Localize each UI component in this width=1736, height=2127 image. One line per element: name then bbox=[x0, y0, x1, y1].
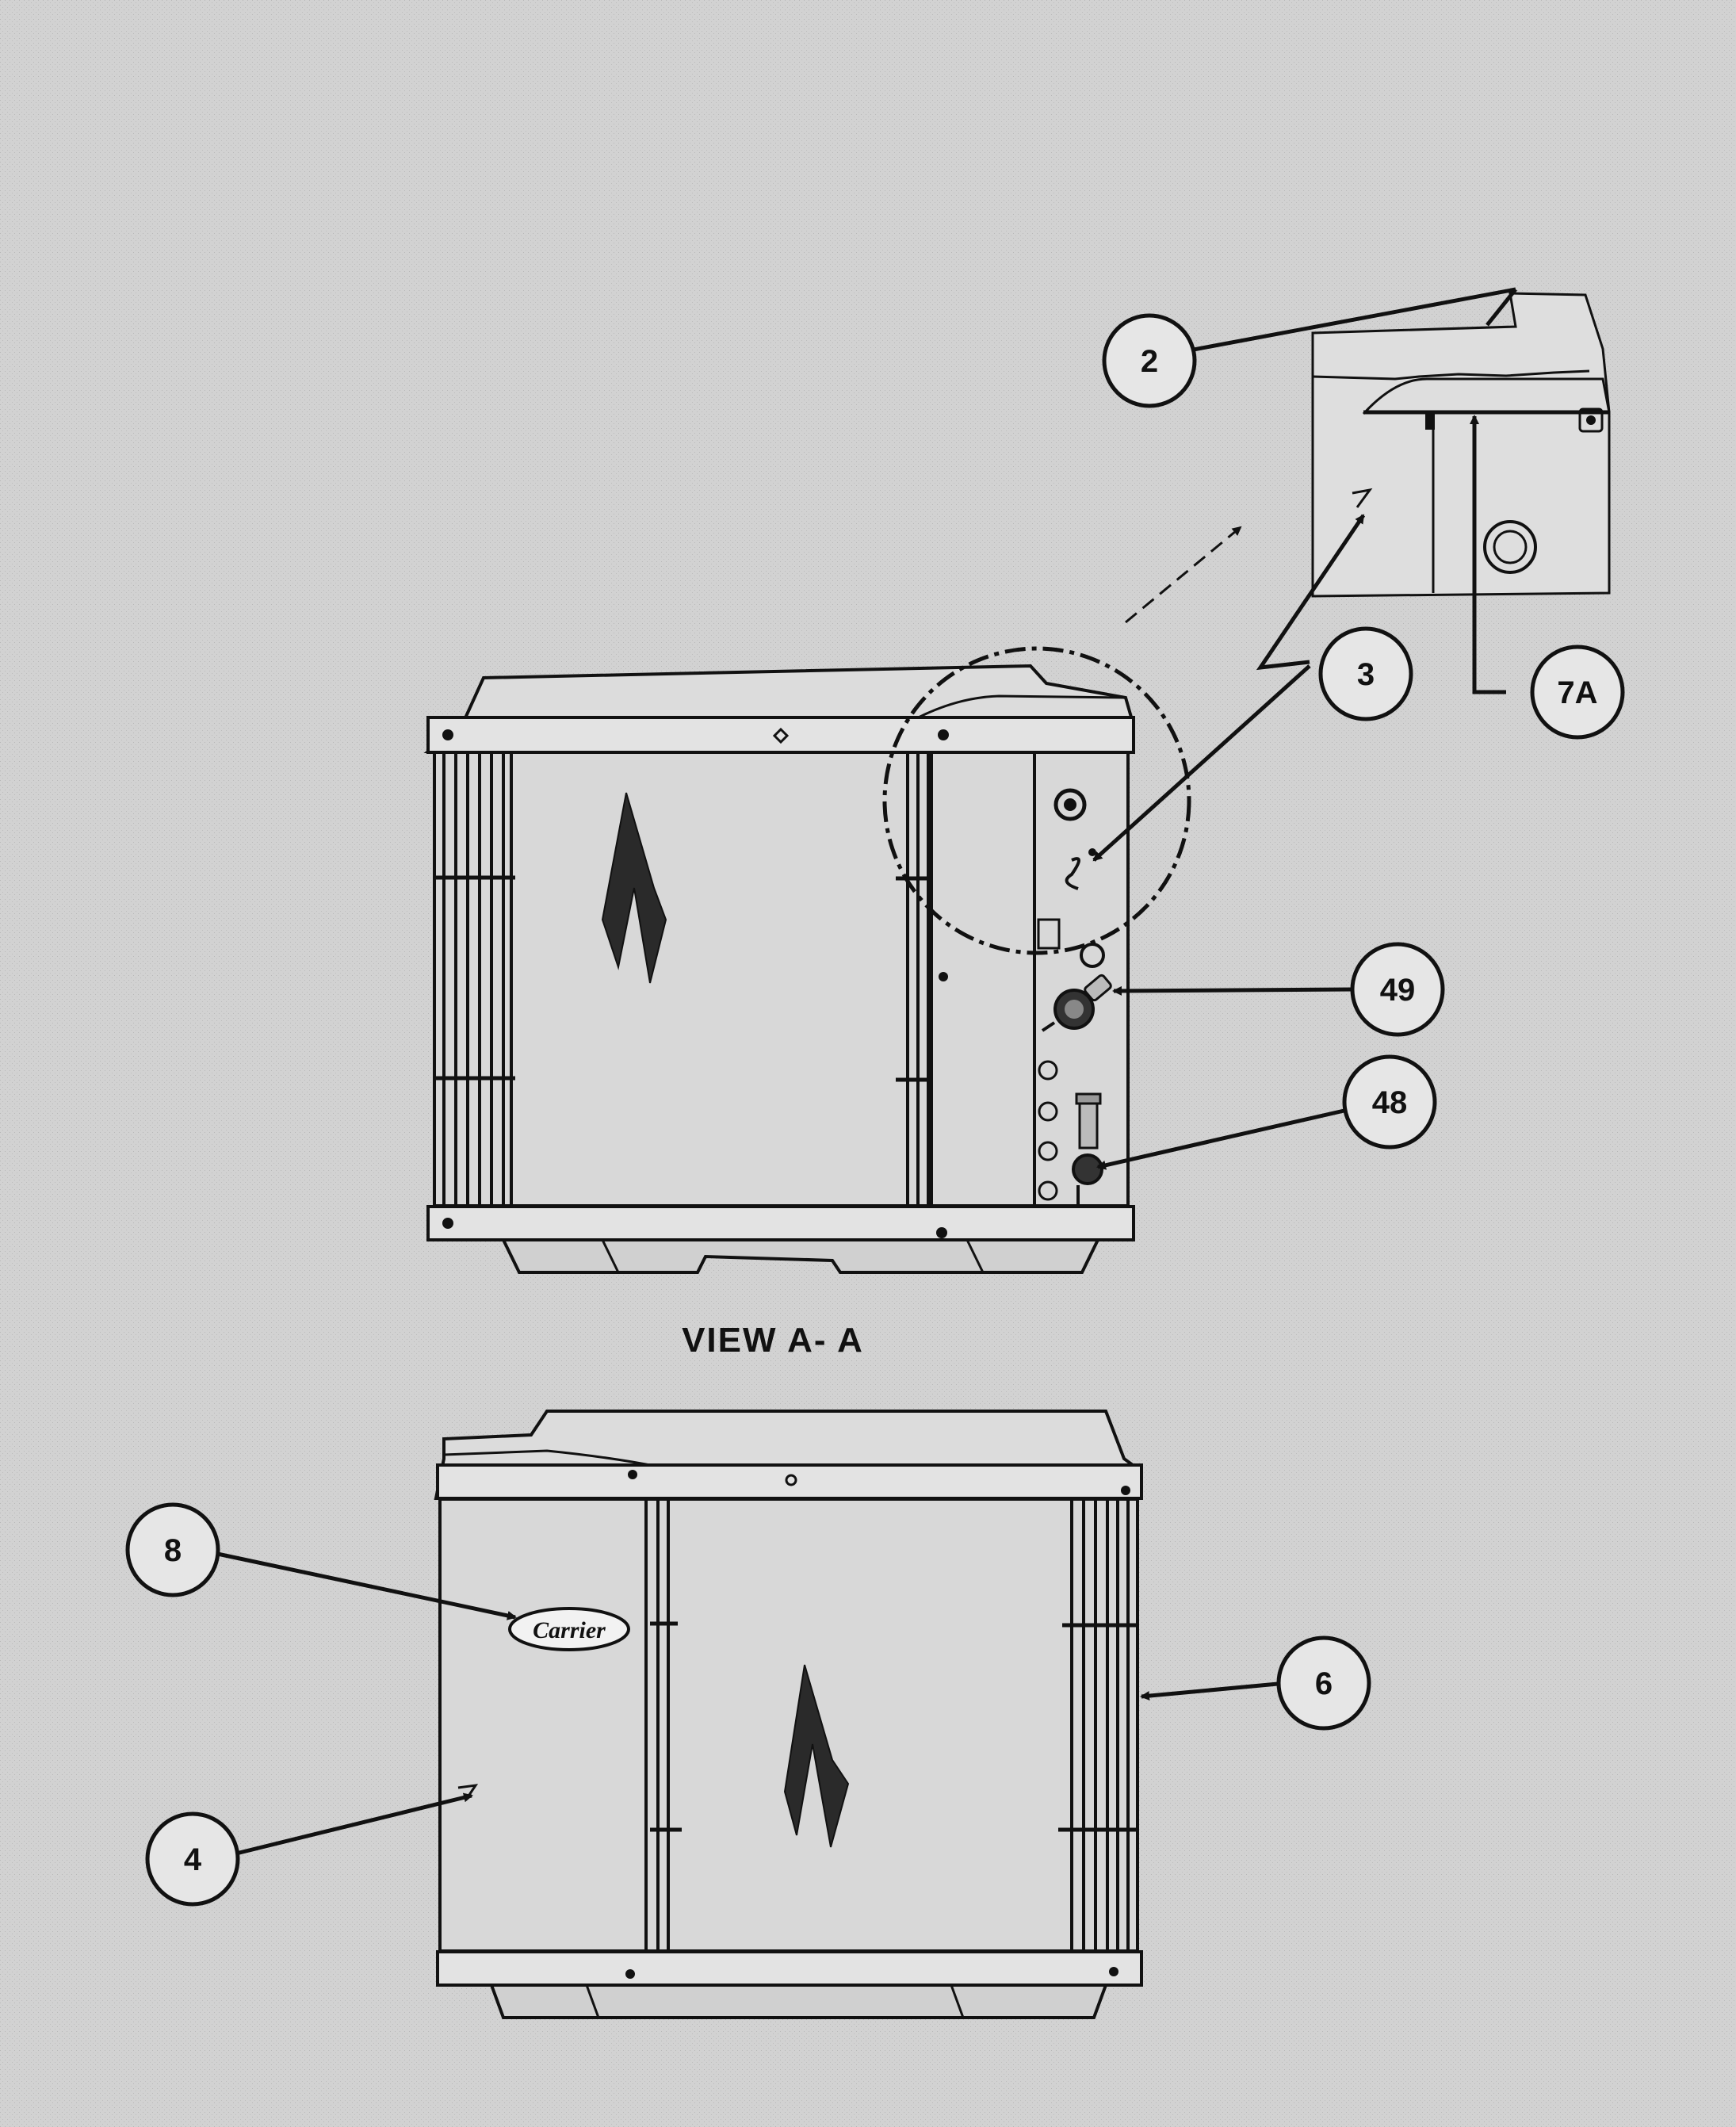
detail-inset bbox=[1311, 292, 1611, 598]
unit-view-a-a bbox=[423, 664, 1135, 1274]
callout-48: 48 bbox=[1342, 1054, 1437, 1150]
callout-2: 2 bbox=[1102, 313, 1197, 408]
svg-text:2: 2 bbox=[1141, 344, 1158, 379]
detail-circle bbox=[882, 646, 1191, 955]
svg-text:49: 49 bbox=[1380, 973, 1416, 1008]
suction-service-valve bbox=[1041, 974, 1112, 1032]
brand-logo-mark-icon bbox=[601, 792, 667, 984]
callout-7a: 7A bbox=[1530, 645, 1625, 740]
svg-text:6: 6 bbox=[1315, 1666, 1333, 1701]
leader-lines bbox=[209, 287, 1517, 1856]
callout-8: 8 bbox=[125, 1502, 220, 1597]
view-label: VIEW A- A bbox=[682, 1321, 864, 1360]
unit-front-view: Carrier bbox=[434, 1410, 1143, 2019]
carrier-badge: Carrier bbox=[508, 1607, 630, 1651]
svg-text:7A: 7A bbox=[1557, 675, 1597, 710]
detail-leader bbox=[1125, 526, 1242, 624]
svg-text:8: 8 bbox=[164, 1533, 182, 1568]
brand-logo-mark-icon bbox=[783, 1664, 850, 1848]
svg-text:48: 48 bbox=[1372, 1085, 1408, 1120]
callout-49: 49 bbox=[1350, 942, 1445, 1037]
panel-latch-mark bbox=[1352, 488, 1373, 508]
svg-text:3: 3 bbox=[1357, 657, 1375, 692]
panel-latch-mark bbox=[1065, 857, 1080, 890]
callout-3: 3 bbox=[1318, 626, 1413, 721]
svg-text:4: 4 bbox=[184, 1842, 202, 1877]
callout-6: 6 bbox=[1276, 1635, 1371, 1731]
callout-4: 4 bbox=[145, 1811, 240, 1907]
carrier-logo-text: Carrier bbox=[533, 1617, 606, 1643]
